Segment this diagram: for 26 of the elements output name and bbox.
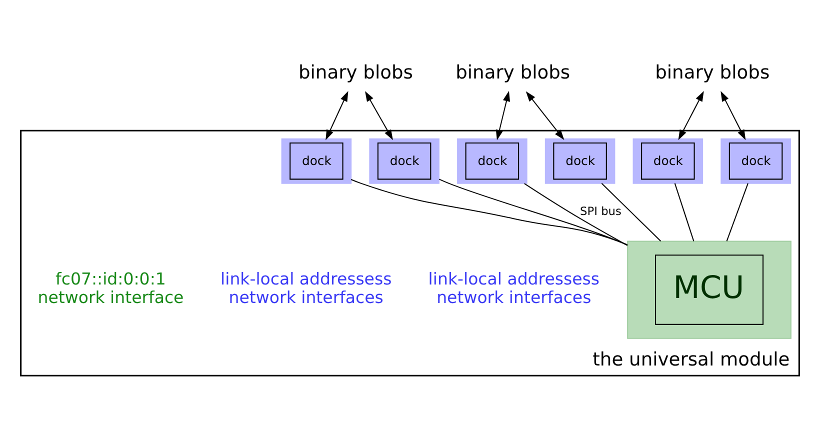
node-box: dock [544, 138, 616, 184]
arrow [526, 90, 564, 140]
label: link-local addressess network interfaces [428, 268, 600, 307]
label: fc07::id:0:0:1 network interface [38, 268, 184, 307]
arrow [365, 90, 393, 140]
connector [438, 178, 628, 246]
node-box: dock [369, 138, 440, 184]
node-box: MCU [627, 240, 792, 338]
arrow [720, 90, 746, 140]
node-box: dock [281, 138, 352, 184]
node-text: binary blobs [456, 62, 570, 83]
connector [350, 178, 628, 245]
node-box: dock [632, 138, 704, 184]
node-text: binary blobs [655, 62, 770, 83]
node-box: dock [457, 138, 528, 184]
node-text: binary blobs [298, 62, 413, 83]
connector [524, 182, 628, 246]
node-box: dock [720, 138, 791, 184]
edge-label: SPI bus [580, 204, 622, 218]
connector [674, 182, 694, 241]
label: link-local addressess network interfaces [220, 268, 392, 307]
connector [726, 182, 748, 241]
arrow [326, 90, 348, 140]
arrow [678, 90, 704, 140]
connector [601, 182, 662, 242]
arrow [496, 90, 510, 140]
